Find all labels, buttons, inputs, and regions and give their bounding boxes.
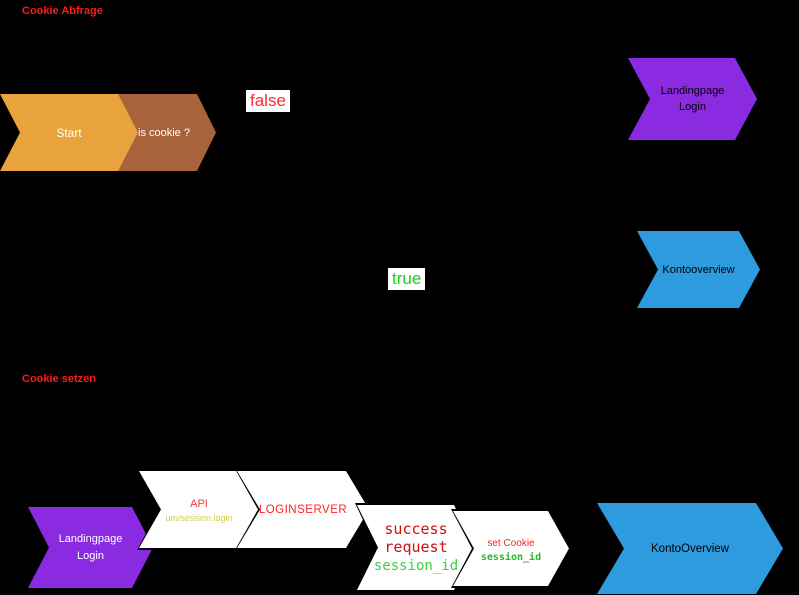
section-label-cookie-setzen: Cookie setzen xyxy=(22,373,96,385)
start-node: Start xyxy=(0,94,138,171)
node-label-line1: Landingpage xyxy=(660,84,725,97)
node-label: KontoOverview xyxy=(651,542,729,555)
landingpage-login-node-bottom: Landingpage Login xyxy=(28,507,153,588)
node-label-line1: success xyxy=(384,519,448,538)
success-request-node: success request session_id xyxy=(355,503,477,592)
set-cookie-node: set Cookie session_id xyxy=(451,509,571,588)
node-label-line2: session_id xyxy=(480,551,542,563)
node-label: LOGINSERVER xyxy=(258,503,348,516)
node-label-line2: Login xyxy=(77,549,104,562)
node-label: is cookie ? xyxy=(138,126,190,139)
kontooverview-node-bottom: KontoOverview xyxy=(597,503,783,594)
false-branch-label: false xyxy=(246,90,290,112)
section-label-cookie-abfrage: Cookie Abfrage xyxy=(22,5,103,17)
node-label-line1: set Cookie xyxy=(487,537,535,549)
landingpage-login-node-top: Landingpage Login xyxy=(628,58,757,140)
node-label-line1: Landingpage xyxy=(58,533,123,545)
node-label-line1: API xyxy=(190,497,208,510)
node-label-line2: Login xyxy=(679,101,706,113)
kontooverview-node-top: Kontooverview xyxy=(637,231,760,308)
true-branch-label: true xyxy=(388,268,426,290)
node-label: Start xyxy=(56,125,82,140)
node-label-line2: request xyxy=(384,538,448,557)
node-label: Kontooverview xyxy=(662,263,735,276)
node-label-line2: um/session.login xyxy=(165,513,233,524)
node-label-line3: session_id xyxy=(373,558,459,575)
